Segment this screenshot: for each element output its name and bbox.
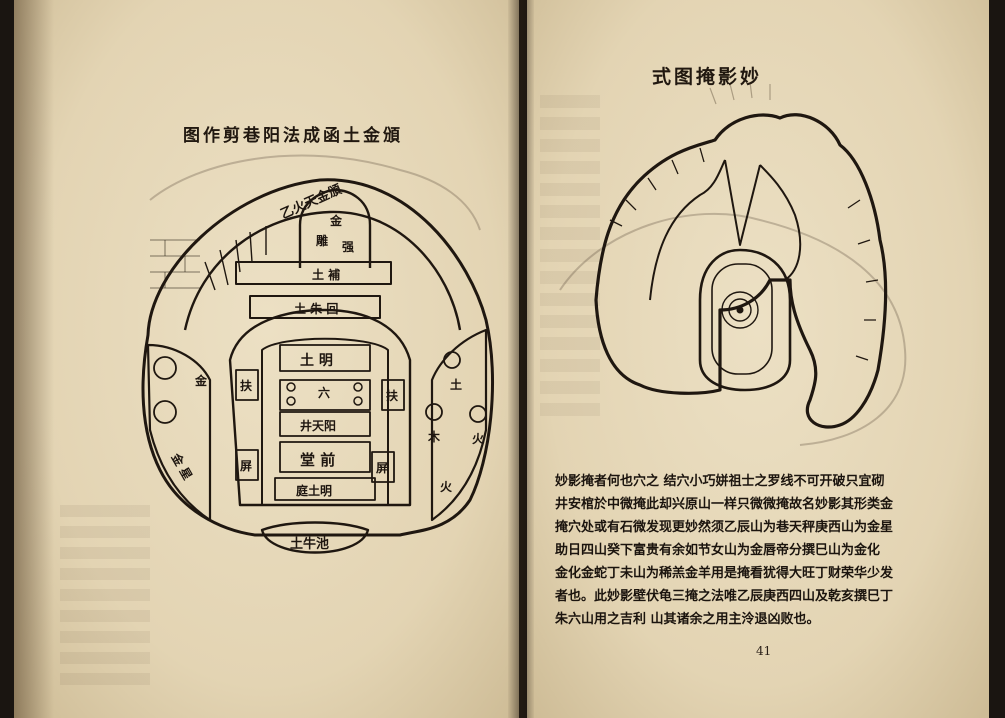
label-cap-low: 强 [342,240,355,254]
label-bar-2: 土 朱 回 [294,302,339,316]
bleed-through-texture-right [540,95,600,425]
left-diagram-title: 图作剪巷阳法成函土金頒 [183,126,403,146]
label-left-fu: 扶 [240,379,253,393]
label-center-top: 土 明 [300,353,333,369]
label-right-mu: 木 [428,430,441,444]
label-right-huo: 火 [472,432,485,446]
page-number: 41 [756,644,772,658]
label-center-low: 井天阳 [300,419,337,433]
text-line: 井安棺於中微掩此却兴原山一样只微微掩故名妙影其形类金 [555,497,894,512]
label-bar-1: 土 補 [312,268,341,282]
label-left-jin: 金 [195,374,208,388]
text-line: 者也。此妙影壁伏龟三掩之法唯乙辰庚西四山及乾亥撰巳丁 [555,589,894,604]
label-right-fu: 扶 [386,389,399,403]
label-hall: 堂 前 [300,451,336,469]
book-gutter [508,0,534,718]
label-bottom-cap: 土牛池 [290,537,330,552]
label-right-huo2: 火 [440,480,453,494]
label-left-ping: 屏 [240,459,253,473]
label-cap-mid: 雕 [316,234,329,248]
label-right-ping: 屏 [376,461,389,475]
body-text: 妙影掩者何也穴之 结穴小巧姘祖士之罗线不可开破只宜砌 井安棺於中微掩此却兴原山一… [555,470,951,631]
text-line: 妙影掩者何也穴之 结穴小巧姘祖士之罗线不可开破只宜砌 [555,474,885,489]
text-line: 掩穴处或有石微发现更妙然须乙辰山为巷天秤庚西山为金星 [555,520,894,535]
label-center-mid: 六 [318,386,331,400]
left-page [14,0,519,718]
label-court: 庭土明 [296,484,333,498]
text-line: 助日四山癸下富贵有余如节女山为金唇帝分撰巳山为金化 [555,543,881,558]
left-page-edge-shadow [14,0,54,718]
text-line: 朱六山用之吉利 山其诸余之用主泠退凶败也。 [555,612,820,627]
label-right-tu: 土 [450,378,463,392]
right-diagram-title: 式图掩影妙 [652,66,763,88]
right-page [527,0,989,718]
bleed-through-texture [60,505,150,685]
label-cap-top: 金 [330,214,343,228]
text-line: 金化金蛇丁未山为稀羔金羊用是掩看犹得大旺丁财荣华少发 [555,566,894,581]
